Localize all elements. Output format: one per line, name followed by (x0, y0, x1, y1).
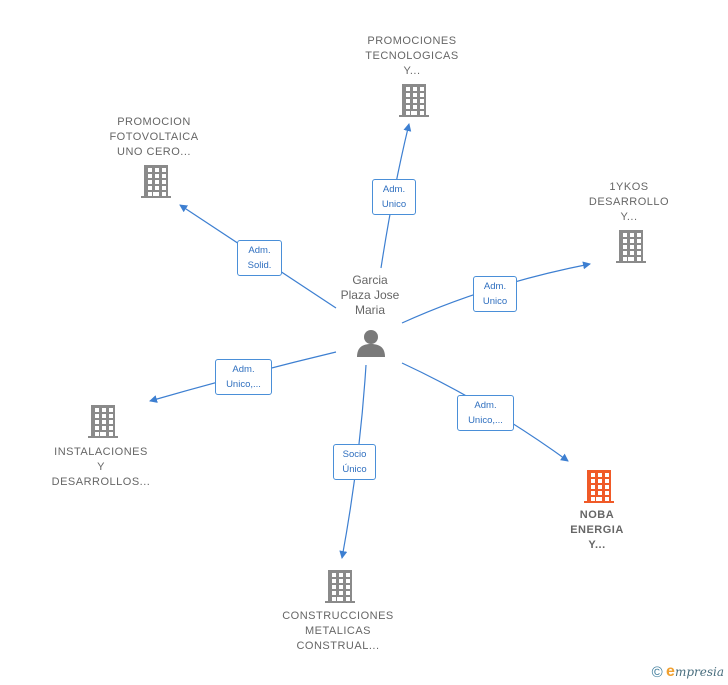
building-icon[interactable] (324, 569, 356, 608)
copyright-icon: © (651, 664, 663, 681)
building-icon[interactable] (398, 83, 430, 122)
building-icon[interactable] (615, 229, 647, 268)
edge-label-promocion[interactable]: Adm.Solid. (237, 240, 282, 276)
brand-logo-initial: e (666, 663, 675, 680)
footer-brand[interactable]: © empresia (652, 663, 724, 681)
edge-label-instalaciones[interactable]: Adm.Unico,... (215, 359, 272, 395)
person-name-label[interactable]: Garcia Plaza Jose Maria (340, 273, 400, 317)
building-icon[interactable] (140, 164, 172, 203)
edge-label-yikos[interactable]: Adm.Unico (473, 276, 517, 312)
edge-label-promociones[interactable]: Adm.Unico (372, 179, 416, 215)
building-icon[interactable] (87, 404, 119, 443)
person-icon[interactable] (356, 329, 386, 357)
building-icon[interactable] (583, 469, 615, 508)
brand-name: mpresia (674, 665, 724, 679)
edge-label-noba[interactable]: Adm.Unico,... (457, 395, 514, 431)
